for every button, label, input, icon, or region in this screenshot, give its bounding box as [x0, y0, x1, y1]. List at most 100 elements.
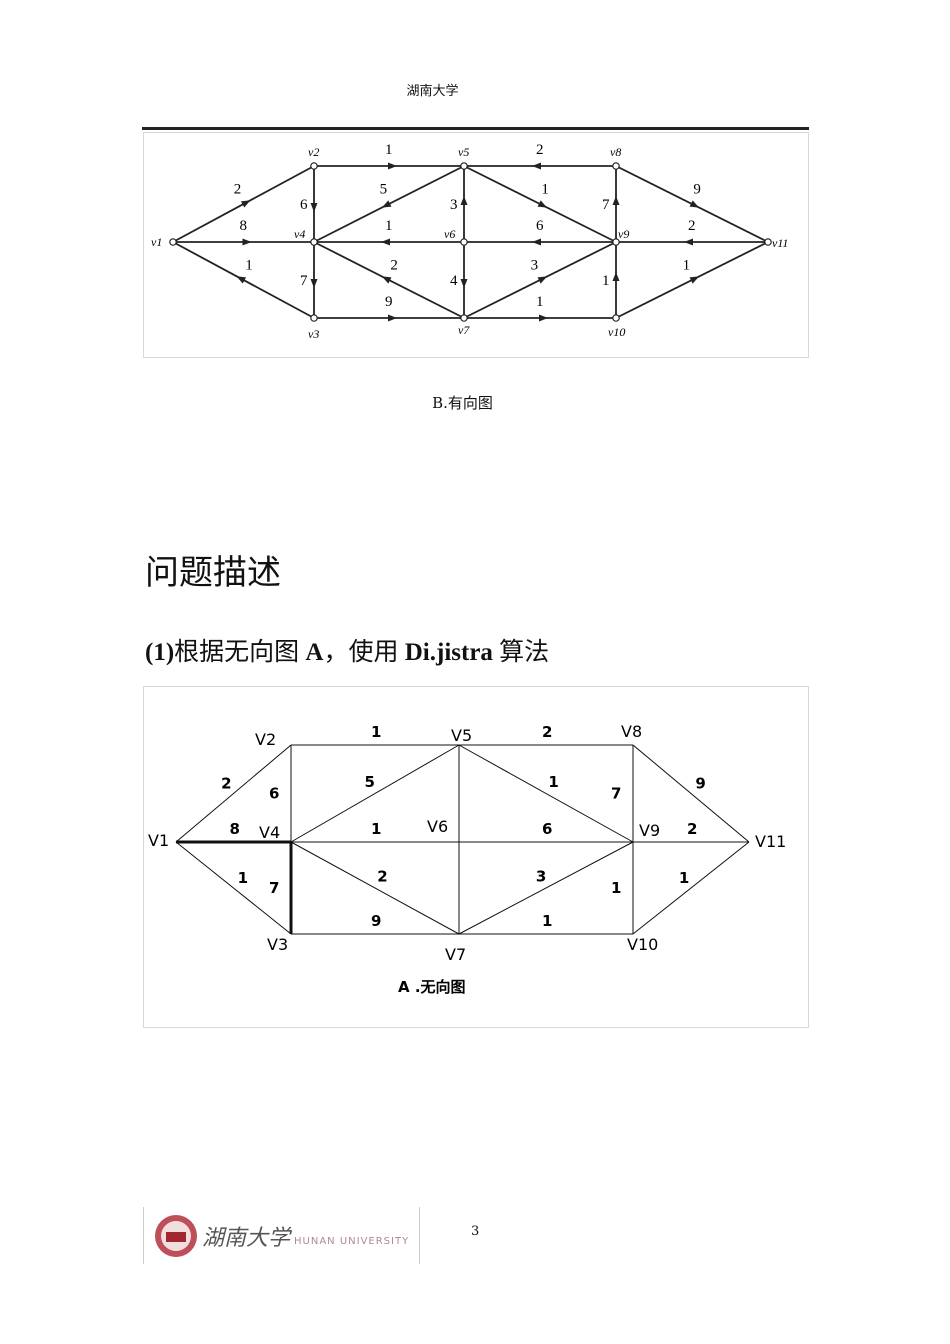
- edge-weight: 1: [385, 142, 393, 158]
- edge-weight: 8: [230, 820, 240, 838]
- page-header: 湖南大学: [406, 84, 459, 99]
- node-label: V7: [445, 945, 466, 964]
- arrowhead-icon: [310, 203, 318, 212]
- node-v9: [612, 238, 620, 246]
- section-subtitle: (1)根据无向图 A，使用 Di.jistra 算法: [145, 632, 549, 668]
- undirected-graph: A .无向图 28116751292163171921V1V2V3V4V5V6V…: [148, 722, 786, 996]
- svg-text:HUNAN UNIVERSITY: HUNAN UNIVERSITY: [294, 1236, 409, 1247]
- edge-weight: 3: [450, 197, 458, 213]
- edge-weight: 6: [300, 197, 308, 213]
- node-v3: [310, 314, 318, 322]
- edge-weight: 3: [531, 257, 539, 273]
- edge-weight: 6: [269, 785, 279, 803]
- arrowhead-icon: [684, 238, 693, 246]
- edge-weight: 6: [542, 820, 552, 838]
- edge-weight: 1: [371, 723, 381, 741]
- edge-weight: 1: [536, 294, 544, 310]
- edge-weight: 7: [611, 785, 621, 803]
- edge-weight: 7: [269, 879, 279, 897]
- edge-weight: 9: [693, 181, 701, 197]
- edge-V4-V5: [290, 744, 460, 843]
- edge-weight: 4: [450, 273, 458, 289]
- edge-weight: 1: [385, 218, 393, 234]
- edge-weight: 1: [238, 869, 248, 887]
- edge-weight: 9: [385, 294, 393, 310]
- edge-weight: 6: [536, 218, 544, 234]
- edge-weight: 2: [688, 218, 696, 234]
- node-label: v8: [610, 145, 621, 159]
- subtitle-e: 算法: [492, 639, 550, 666]
- subtitle-a: 根据无向图: [174, 639, 306, 666]
- edge-weight: 1: [683, 257, 691, 273]
- edge-weight: 2: [390, 257, 398, 273]
- edge-weight: 7: [602, 197, 610, 213]
- edge-weight: 1: [548, 773, 558, 791]
- arrowhead-icon: [532, 238, 541, 246]
- edge-weight: 3: [536, 868, 546, 886]
- figure-b-caption: B.有向图: [432, 394, 493, 412]
- edge-weight: 1: [371, 820, 381, 838]
- node-label: v4: [294, 227, 305, 241]
- edge-weight: 7: [300, 273, 308, 289]
- edge-weight: 9: [695, 775, 705, 793]
- node-label: V3: [267, 935, 288, 954]
- node-v5: [460, 162, 468, 170]
- edge-V10-V11: [632, 841, 750, 935]
- edge-V8-V11: [632, 744, 750, 843]
- edge-weight: 1: [611, 879, 621, 897]
- arrowhead-icon: [537, 200, 548, 208]
- subtitle-c: ，使用: [323, 639, 405, 666]
- node-label: v6: [444, 227, 455, 241]
- node-label: V10: [627, 935, 658, 954]
- edge-weight: 8: [240, 218, 248, 234]
- subtitle-b: A: [305, 639, 324, 666]
- arrowhead-icon: [612, 272, 620, 281]
- node-v7: [460, 314, 468, 322]
- arrowhead-icon: [236, 276, 247, 284]
- arrowhead-icon: [460, 279, 468, 288]
- subtitle-prefix: (1): [145, 639, 175, 666]
- arrowhead-icon: [689, 276, 700, 284]
- edge-V1-V3: [175, 841, 292, 935]
- footer-divider: [143, 1207, 144, 1264]
- arrowhead-icon: [539, 314, 548, 322]
- header-rule: [142, 127, 809, 130]
- edge-weight: 2: [234, 181, 242, 197]
- edge-weight: 2: [377, 868, 387, 886]
- node-label: V1: [148, 831, 169, 850]
- arrowhead-icon: [381, 200, 392, 208]
- edge-weight: 2: [542, 723, 552, 741]
- edge-V5-V9: [458, 744, 634, 843]
- edge-weight: 1: [541, 181, 549, 197]
- edge-weight: 1: [245, 257, 253, 273]
- node-label: v7: [458, 323, 470, 337]
- node-label: v11: [772, 236, 788, 250]
- node-v1: [169, 238, 177, 246]
- node-label: v9: [618, 227, 629, 241]
- node-label: V4: [259, 823, 280, 842]
- edge-weight: 1: [542, 912, 552, 930]
- node-label: v1: [151, 235, 162, 249]
- edge-weight: 2: [221, 775, 231, 793]
- svg-text:湖南大学: 湖南大学: [202, 1226, 293, 1251]
- node-label: V2: [255, 730, 276, 749]
- node-label: V11: [755, 832, 786, 851]
- edge-weight: 5: [364, 773, 374, 791]
- arrowhead-icon: [689, 200, 700, 208]
- arrowhead-icon: [388, 314, 397, 322]
- directed-graph: 2811675314291263171921v1v2v3v4v5v6v7v8v9…: [151, 142, 788, 341]
- edge-V7-V9: [458, 841, 634, 935]
- edge-weight: 1: [679, 869, 689, 887]
- subtitle-d: Di.jistra: [404, 639, 493, 666]
- arrowhead-icon: [460, 196, 468, 205]
- node-v10: [612, 314, 620, 322]
- arrowhead-icon: [612, 196, 620, 205]
- hunan-university-logo: 湖南大学 HUNAN UNIVERSITY: [155, 1215, 409, 1257]
- section-title: 问题描述: [145, 553, 281, 593]
- node-v8: [612, 162, 620, 170]
- arrowhead-icon: [381, 238, 390, 246]
- arrowhead-icon: [532, 162, 541, 170]
